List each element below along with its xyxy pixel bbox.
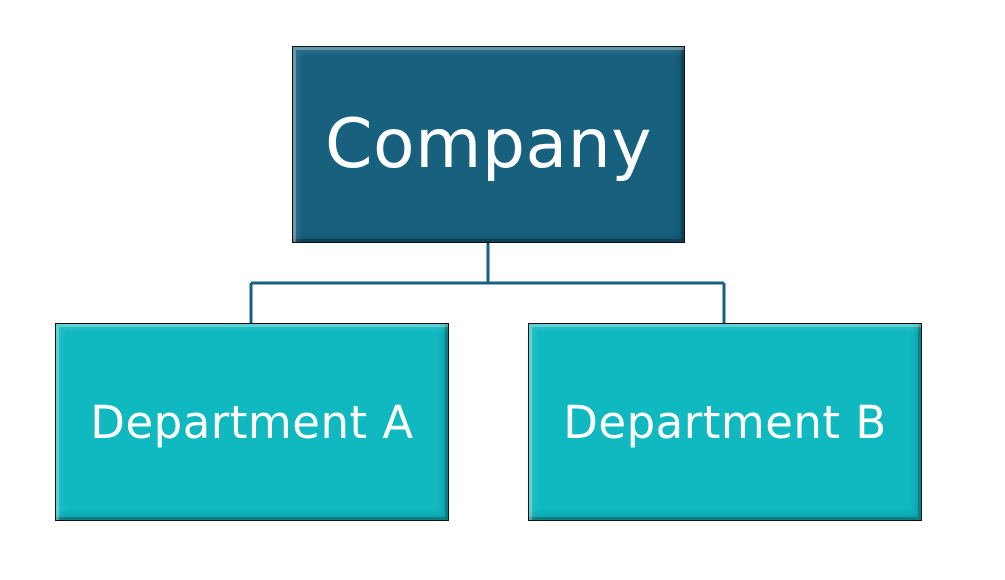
- department-a-node: Department A: [55, 323, 449, 521]
- department-a-label: Department A: [90, 395, 414, 449]
- department-b-node: Department B: [528, 323, 922, 521]
- department-b-label: Department B: [563, 395, 887, 449]
- company-node: Company: [292, 46, 685, 243]
- company-label: Company: [325, 105, 652, 184]
